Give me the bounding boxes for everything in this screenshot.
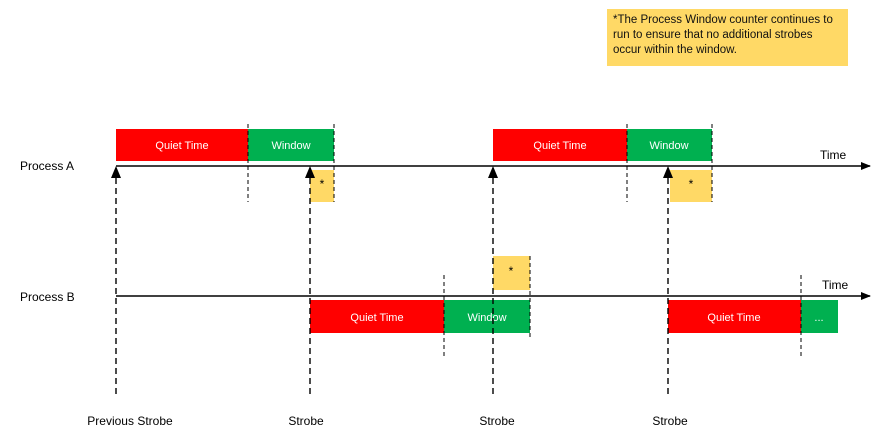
process-b-label: Process B (20, 290, 75, 304)
segment-label: Quiet Time (155, 140, 208, 152)
strobe-lines (115, 178, 669, 398)
process-a-window-2: Window (627, 129, 712, 161)
note-text: *The Process Window counter continues to… (613, 14, 833, 56)
segment-label: Quiet Time (707, 312, 760, 324)
process-a-boundary-ticks (247, 124, 713, 202)
process-b-window-1: Window (444, 300, 530, 333)
process-a-pending-2: * (670, 170, 712, 202)
process-a-window-1: Window (248, 129, 334, 161)
segment-label: * (509, 264, 514, 278)
segment-label: * (320, 177, 325, 191)
process-b-pending-1: * (493, 256, 530, 290)
process-b-quiet-time-2: Quiet Time (668, 300, 801, 333)
strobe-label-2: Strobe (479, 414, 515, 428)
strobe-label-previous: Previous Strobe (87, 414, 173, 428)
strobe-arrow-1 (305, 166, 315, 178)
segment-label: Quiet Time (533, 140, 586, 152)
process-a-quiet-time-1: Quiet Time (116, 129, 248, 161)
segment-label: Window (271, 140, 310, 152)
segment-label: ... (814, 312, 823, 324)
strobe-arrows (111, 166, 673, 178)
process-a-pending-1: * (310, 170, 334, 202)
segment-label: Quiet Time (350, 312, 403, 324)
strobe-label-3: Strobe (652, 414, 688, 428)
strobe-arrow-3 (663, 166, 673, 178)
process-a-time-label: Time (820, 148, 847, 162)
process-window-note: *The Process Window counter continues to… (607, 9, 848, 66)
process-a-quiet-time-2: Quiet Time (493, 129, 627, 161)
strobe-label-1: Strobe (288, 414, 324, 428)
process-a-label: Process A (20, 159, 74, 173)
segment-label: * (689, 177, 694, 191)
process-b-time-label: Time (822, 278, 849, 292)
process-b-quiet-time-1: Quiet Time (310, 300, 444, 333)
segment-label: Window (467, 312, 506, 324)
strobe-arrow-2 (488, 166, 498, 178)
process-b-window-continuation: ... (801, 300, 838, 333)
segment-label: Window (649, 140, 688, 152)
strobe-arrow-previous (111, 166, 121, 178)
